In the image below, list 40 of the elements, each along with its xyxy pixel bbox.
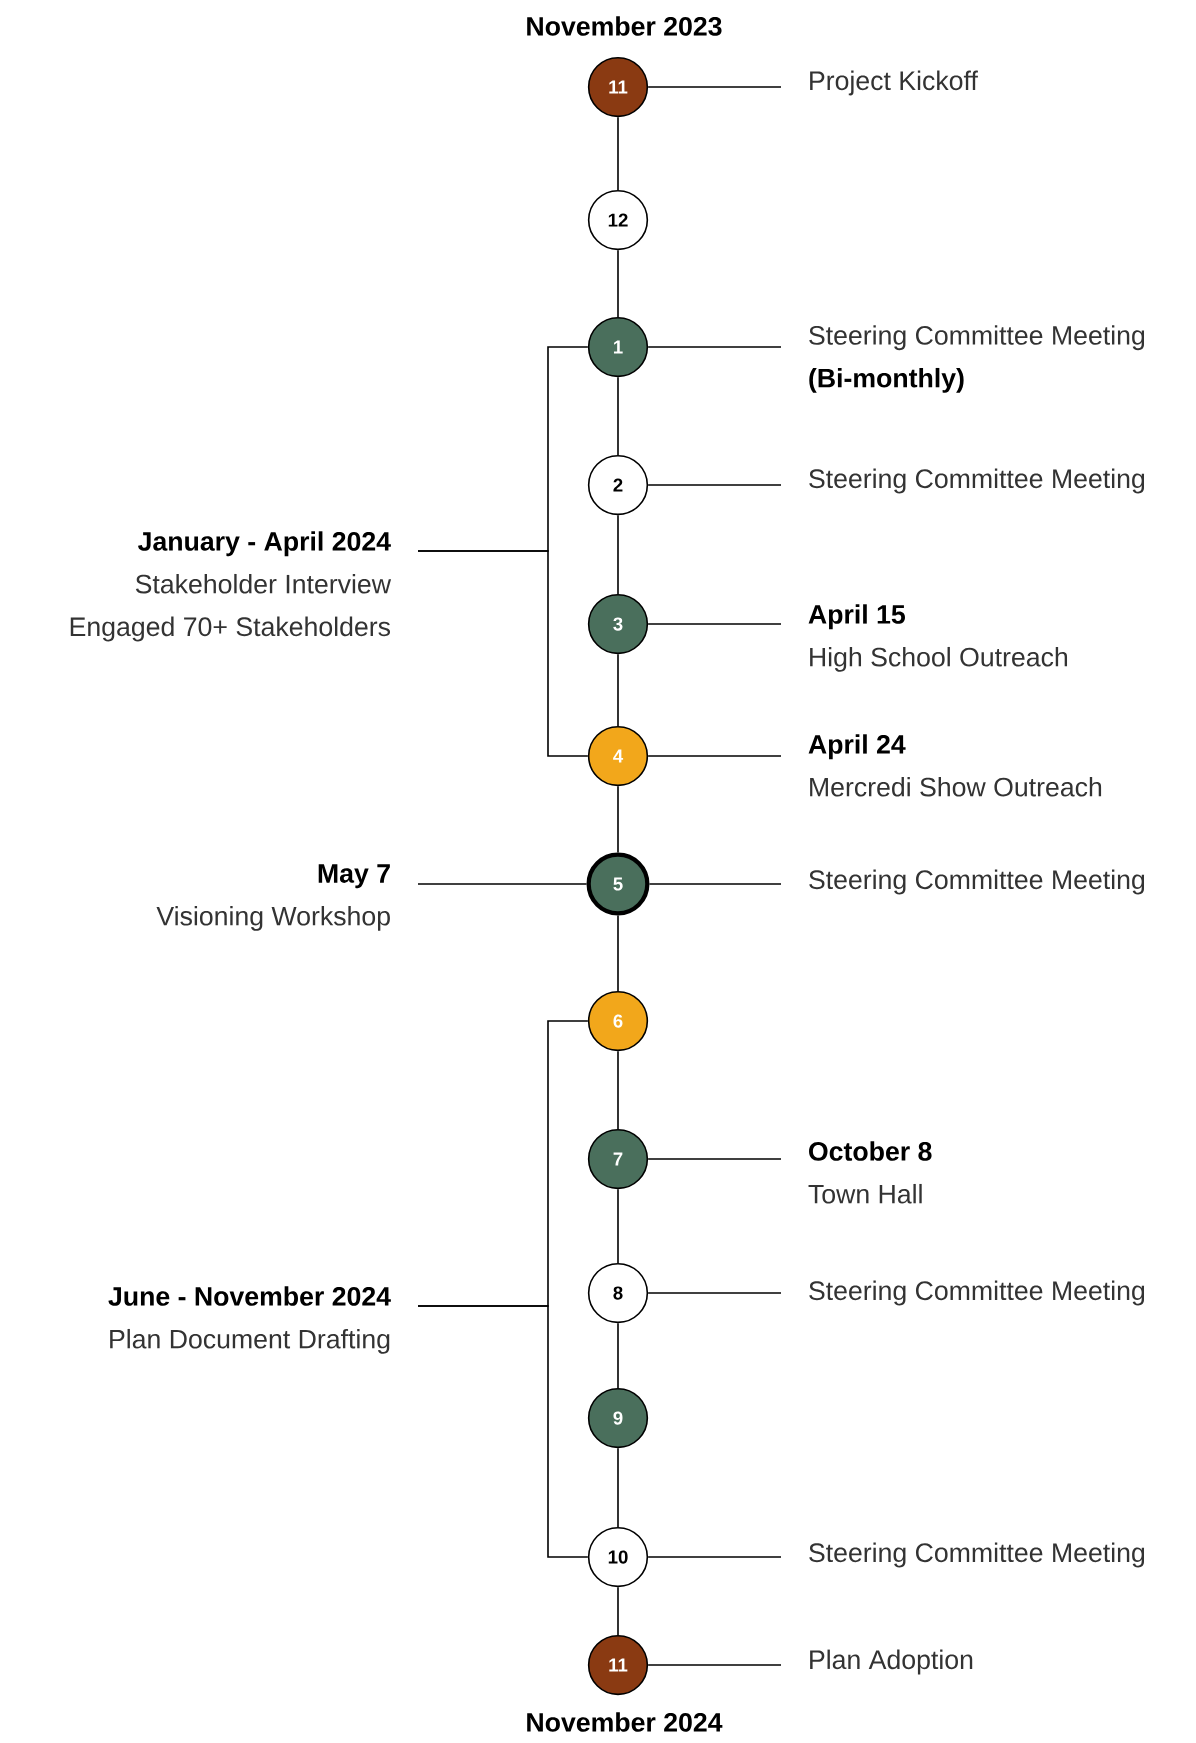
event-label: April 24 Mercredi Show Outreach <box>808 734 1102 797</box>
connector-line <box>647 1158 782 1160</box>
connector-line <box>647 484 782 486</box>
connector-line <box>647 86 782 88</box>
bracket-line <box>417 550 589 757</box>
connector-line <box>617 1586 619 1636</box>
connector-line <box>647 1556 782 1558</box>
connector-line <box>617 376 619 456</box>
bracket-line <box>417 1305 589 1558</box>
connector-line <box>617 653 619 727</box>
connector-line <box>647 346 782 348</box>
connector-line <box>647 623 782 625</box>
event-label: October 8 Town Hall <box>808 1141 932 1204</box>
event-label: Steering Committee Meeting <box>809 1280 1145 1306</box>
connector-line <box>617 116 619 191</box>
connector-line <box>617 1322 619 1389</box>
event-label: Steering Committee Meeting <box>809 869 1145 895</box>
date-heading: November 2023 <box>527 16 722 36</box>
connector-line <box>617 785 619 854</box>
connector-line <box>617 1447 619 1528</box>
period-label: January - April 2024 Stakeholder Interview Engaged 70+ Stakeholders <box>70 531 392 642</box>
event-label: Steering Committee Meeting <box>809 1542 1145 1568</box>
event-label: Steering Committee Meeting <box>809 468 1145 494</box>
connector-line <box>617 514 619 595</box>
connector-line <box>647 1292 782 1294</box>
connector-line <box>417 883 588 885</box>
connector-line <box>617 1188 619 1264</box>
connector-line <box>648 883 782 885</box>
connector-line <box>647 755 782 757</box>
date-heading: November 2024 <box>527 1712 723 1732</box>
event-label: April 15 High School Outreach <box>808 604 1067 672</box>
period-label: June - November 2024 Plan Document Drafting <box>108 1286 391 1354</box>
connector-line <box>617 1050 619 1130</box>
event-label: Plan Adoption <box>810 1649 973 1675</box>
connector-line <box>617 249 619 318</box>
connector-line <box>647 1664 782 1666</box>
period-label: May 7 Visioning Workshop <box>156 864 390 931</box>
event-label: Project Kickoff <box>810 70 978 96</box>
connector-line <box>617 914 619 992</box>
event-label: Steering Committee Meeting (Bi-monthly) <box>809 325 1145 393</box>
